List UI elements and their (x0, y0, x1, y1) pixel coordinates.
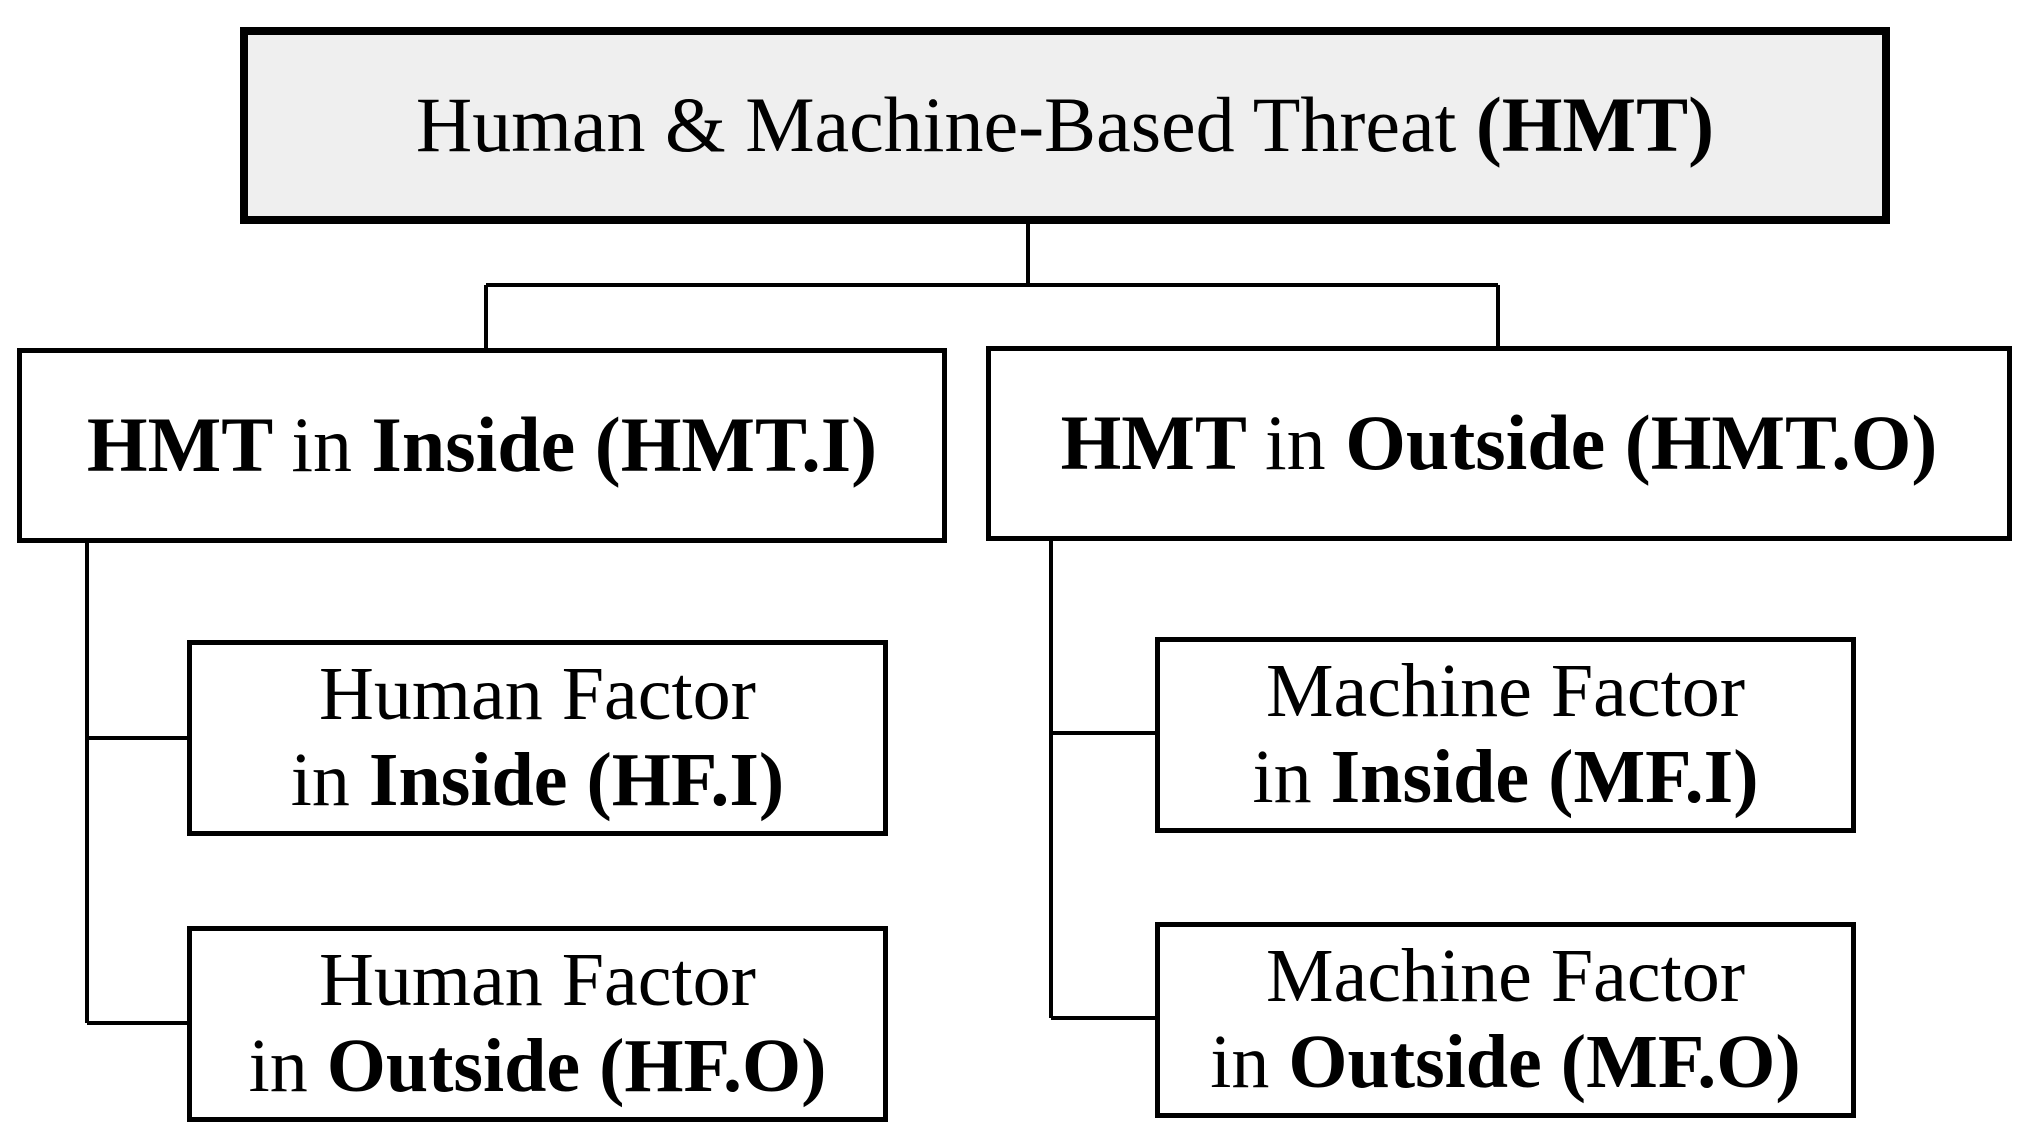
node-label-line1: Machine Factor (1265, 649, 1746, 734)
node-human-factor-inside: Human Factor in Inside (HF.I) (187, 640, 888, 836)
label-bold-part: HMT (86, 401, 292, 489)
node-label-line2: in Inside (MF.I) (1252, 735, 1758, 821)
label-bold-part: Outside (MF.O) (1288, 1020, 1801, 1104)
node-label: Human Factor in Inside (HF.I) (291, 652, 784, 824)
node-label-line2: in Inside (HF.I) (291, 738, 784, 824)
label-regular-part: in (1210, 1020, 1289, 1104)
node-hmt-inside-label: HMT in Inside (HMT.I) (87, 401, 877, 489)
label-regular-part: in (248, 1024, 327, 1108)
root-label-main: Human & Machine-Based Threat (415, 81, 1476, 169)
root-label-abbr: (HMT) (1475, 81, 1715, 169)
label-regular-part: in (1252, 735, 1331, 819)
label-bold-part: Inside (MF.I) (1330, 735, 1759, 819)
node-label-line2: in Outside (MF.O) (1210, 1020, 1800, 1106)
root-node-hmt: Human & Machine-Based Threat (HMT) (240, 27, 1890, 224)
node-hmt-outside-label: HMT in Outside (HMT.O) (1061, 399, 1938, 487)
label-bold-part: Inside (HF.I) (368, 738, 785, 822)
node-label-line1: Human Factor (319, 938, 756, 1023)
node-hmt-inside: HMT in Inside (HMT.I) (17, 348, 947, 543)
node-label: Machine Factor in Outside (MF.O) (1210, 934, 1800, 1106)
label-bold-part: Inside (HMT.I) (371, 401, 878, 489)
label-regular-part: in (1265, 399, 1346, 487)
node-label-line1: Human Factor (319, 652, 756, 737)
label-bold-part: Outside (HF.O) (326, 1024, 827, 1108)
node-machine-factor-inside: Machine Factor in Inside (MF.I) (1155, 637, 1856, 833)
node-label: Machine Factor in Inside (MF.I) (1252, 649, 1758, 821)
node-hmt-outside: HMT in Outside (HMT.O) (986, 346, 2012, 541)
node-human-factor-outside: Human Factor in Outside (HF.O) (187, 926, 888, 1122)
node-label-line1: Machine Factor (1265, 934, 1746, 1019)
root-node-label: Human & Machine-Based Threat (HMT) (416, 81, 1714, 169)
node-machine-factor-outside: Machine Factor in Outside (MF.O) (1155, 922, 1856, 1118)
label-regular-part: in (291, 401, 372, 489)
node-label-line2: in Outside (HF.O) (249, 1024, 827, 1110)
label-bold-part: Outside (HMT.O) (1345, 399, 1938, 487)
label-regular-part: in (290, 738, 369, 822)
node-label: Human Factor in Outside (HF.O) (249, 938, 827, 1110)
label-bold-part: HMT (1060, 399, 1266, 487)
